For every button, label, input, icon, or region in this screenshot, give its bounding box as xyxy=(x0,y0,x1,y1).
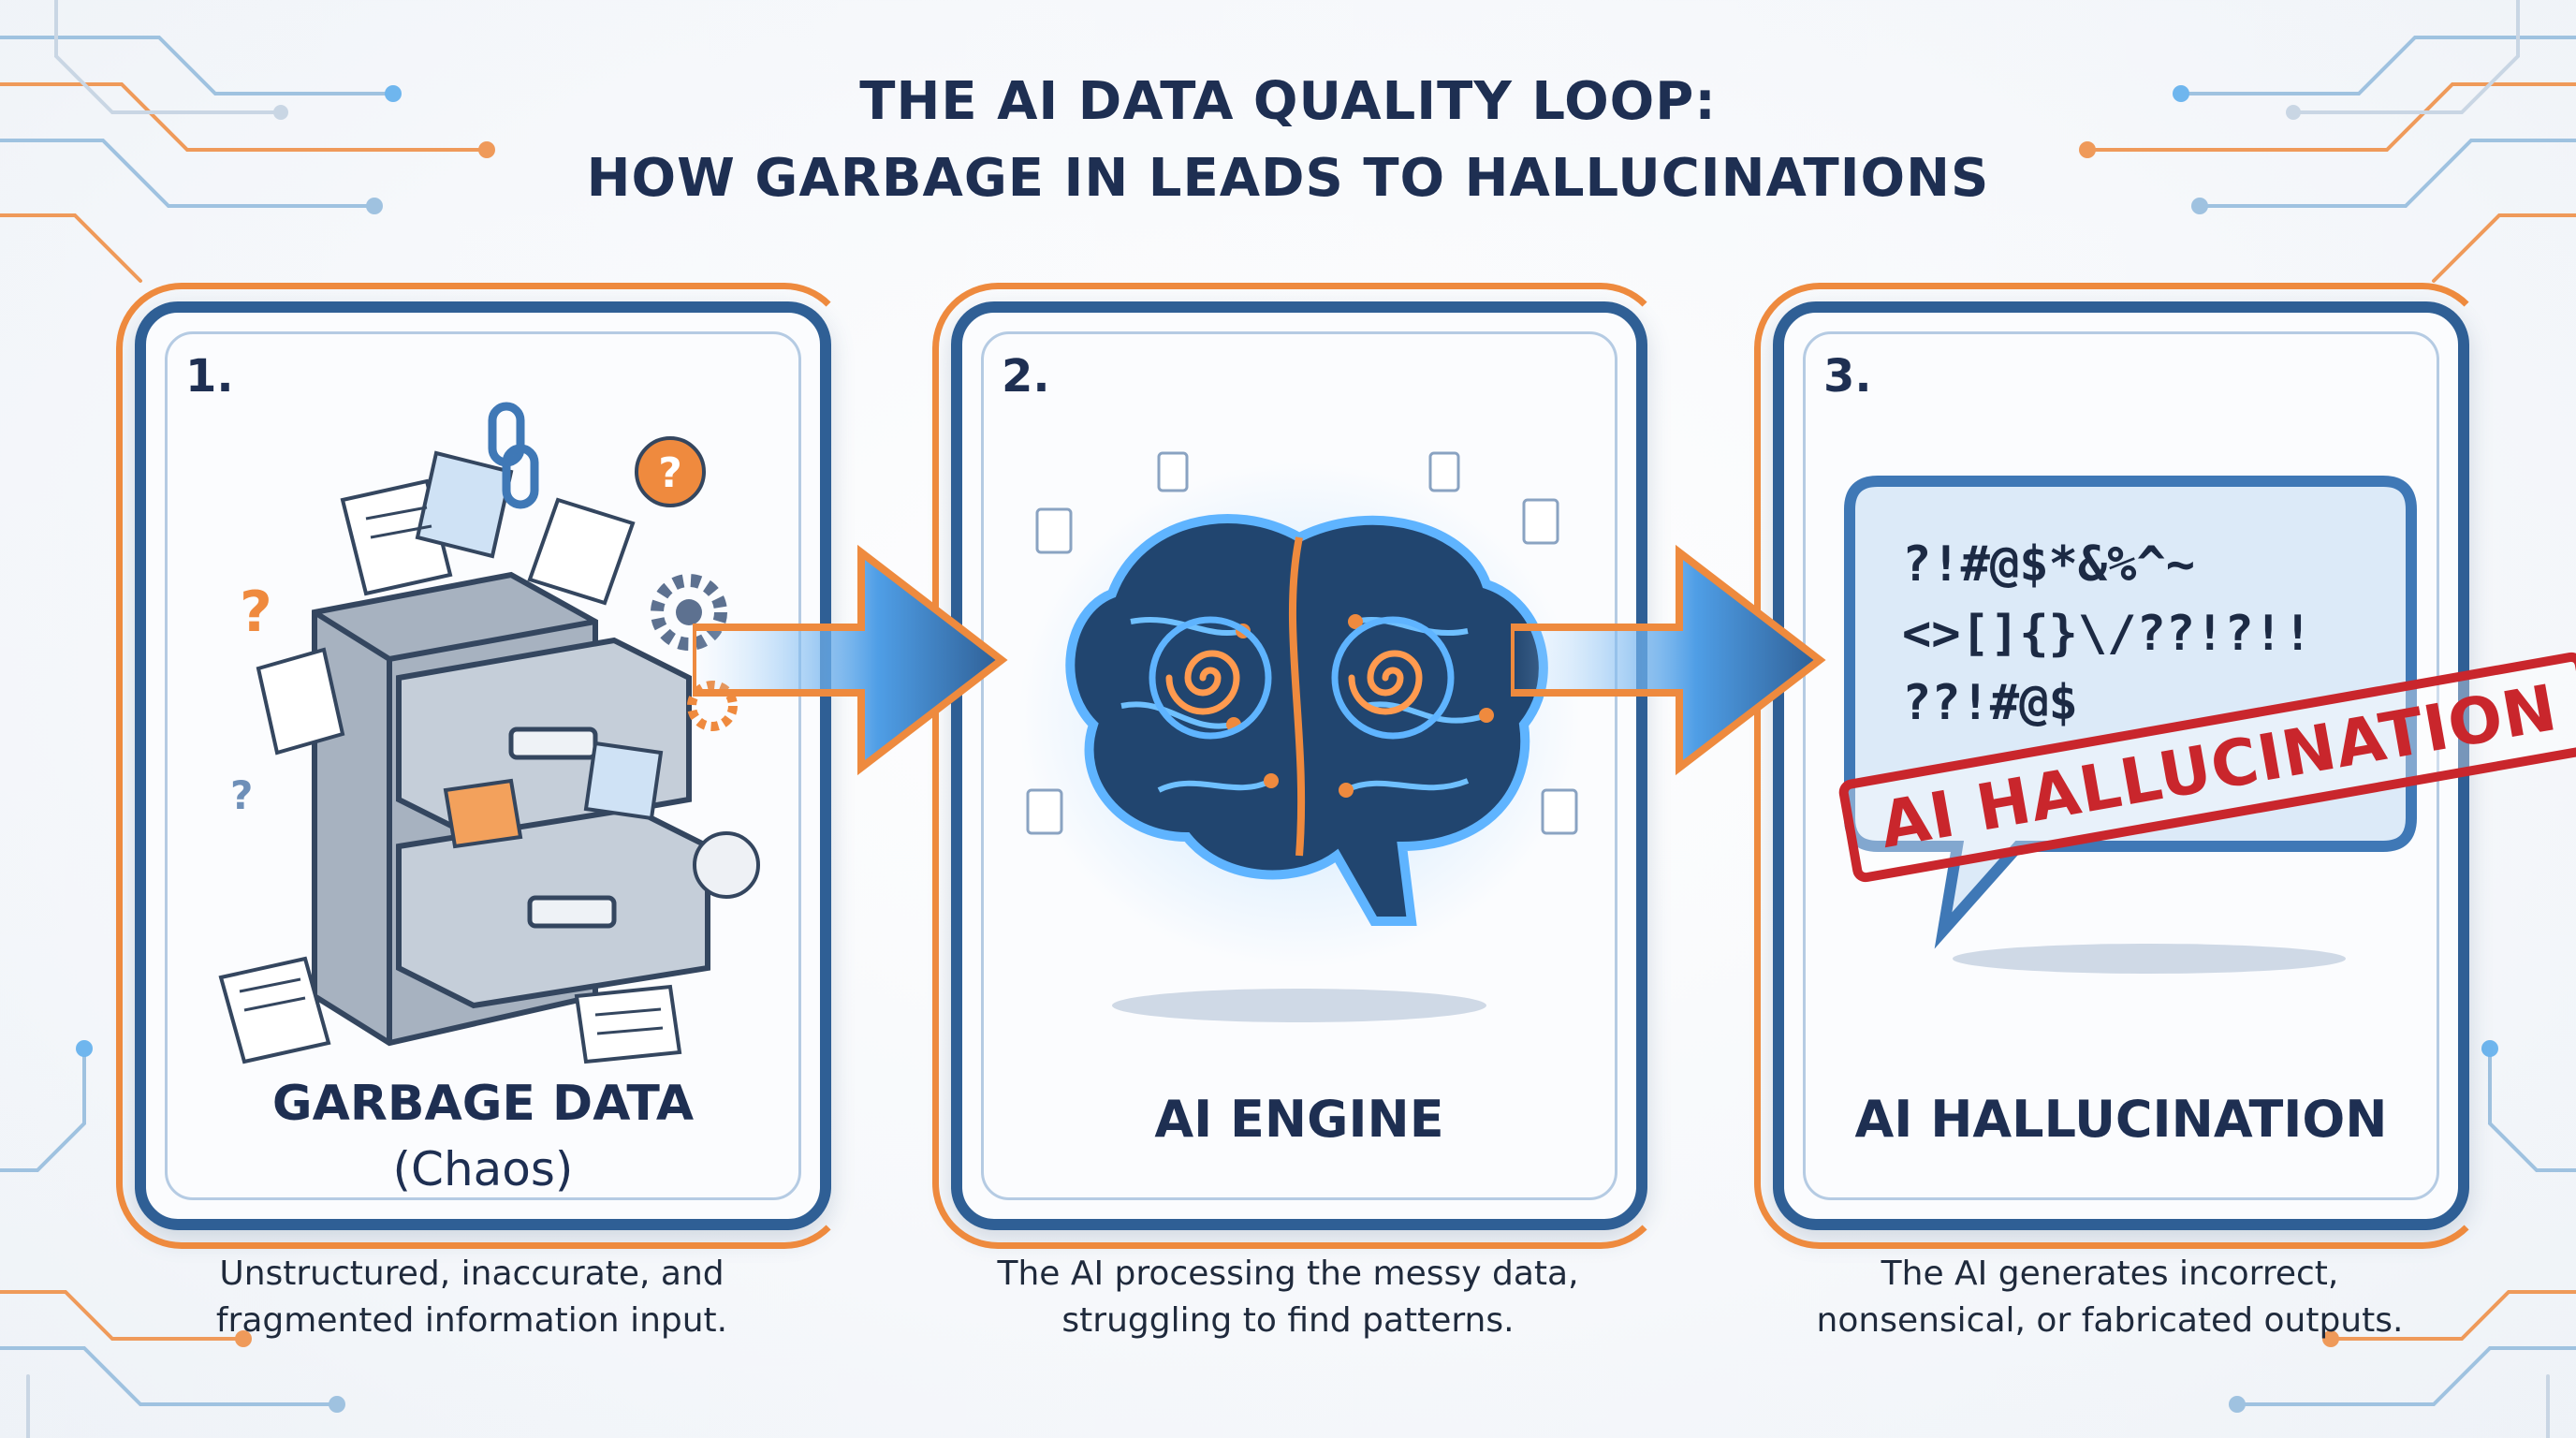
bubble-text: ?!#@$*&%^~ <>[]{}\/??!?!! ??!#@$ xyxy=(1902,530,2312,738)
arrow-right-icon xyxy=(693,544,1008,776)
caption-line: struggling to find patterns. xyxy=(1061,1301,1515,1340)
step-number: 2. xyxy=(1002,350,1050,403)
caption-line: Unstructured, inaccurate, and xyxy=(219,1255,724,1293)
step-caption: The AI processing the messy data, strugg… xyxy=(904,1251,1672,1344)
bubble-line-3: ??!#@$ xyxy=(1902,675,2078,731)
page-title: THE AI DATA QUALITY LOOP: HOW GARBAGE IN… xyxy=(0,64,2576,217)
bubble-line-2: <>[]{}\/??!?!! xyxy=(1902,606,2313,662)
step-title: AI ENGINE xyxy=(1154,1090,1444,1149)
step-caption: The AI generates incorrect, nonsensical,… xyxy=(1726,1251,2494,1344)
speech-bubble-icon xyxy=(1844,476,2417,974)
svg-text:?: ? xyxy=(230,772,253,818)
step-number: 1. xyxy=(185,350,234,403)
bubble-line-1: ?!#@$*&%^~ xyxy=(1902,536,2196,593)
brain-illustration xyxy=(1018,451,1580,1022)
step-caption: Unstructured, inaccurate, and fragmented… xyxy=(88,1251,856,1344)
step-title: GARBAGE DATA xyxy=(271,1076,695,1132)
caption-line: fragmented information input. xyxy=(215,1301,728,1340)
arrow-right-icon xyxy=(1511,544,1826,776)
step-panel-ai-hallucination: 3. ?!#@$*&%^~ <>[]{}\/??!?!! ??!#@$ AI H… xyxy=(1754,283,2576,1249)
step-subtitle: (Chaos) xyxy=(392,1142,574,1196)
svg-text:?: ? xyxy=(240,580,272,645)
caption-line: nonsensical, or fabricated outputs. xyxy=(1816,1301,2404,1340)
step-panel-garbage-data: 1. ? ? xyxy=(116,283,850,1249)
title-line-2: HOW GARBAGE IN LEADS TO HALLUCINATIONS xyxy=(586,148,1990,209)
caption-line: The AI generates incorrect, xyxy=(1881,1255,2339,1293)
step-label: GARBAGE DATA (Chaos) xyxy=(146,1071,820,1202)
step-number: 3. xyxy=(1823,350,1872,403)
filing-cabinet-illustration: ? ? ? xyxy=(218,402,760,1064)
caption-line: The AI processing the messy data, xyxy=(997,1255,1579,1293)
step-panel-ai-engine: 2. xyxy=(932,283,1666,1249)
title-line-1: THE AI DATA QUALITY LOOP: xyxy=(859,71,1717,132)
step-title: AI HALLUCINATION xyxy=(1854,1090,2388,1149)
svg-text:?: ? xyxy=(658,449,682,497)
